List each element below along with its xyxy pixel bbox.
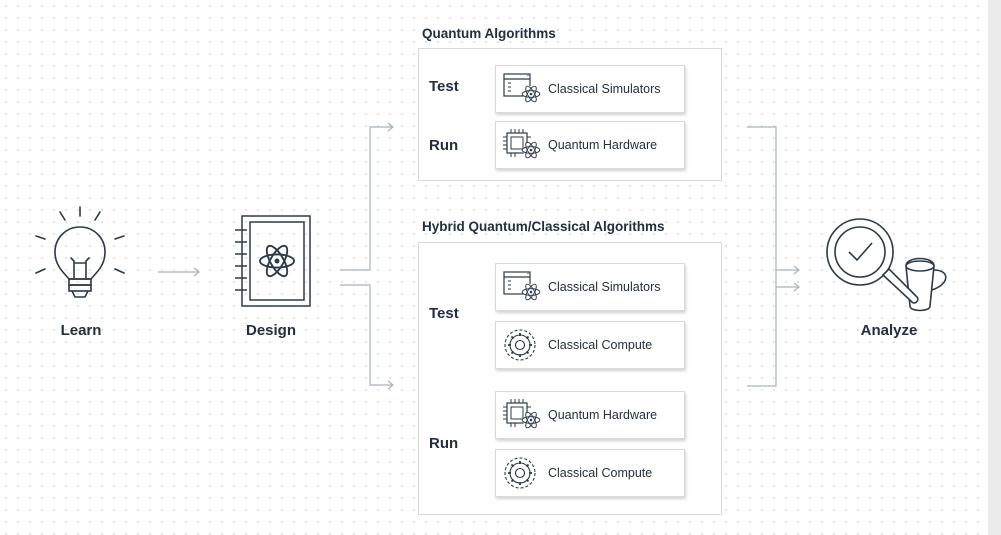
card-label: Classical Compute bbox=[548, 338, 653, 352]
quantum-run-label: Run bbox=[429, 137, 459, 154]
learn-to-design-arrowhead bbox=[193, 267, 200, 277]
analyze-label: Analyze bbox=[860, 322, 918, 339]
design-to-hybrid-connector bbox=[340, 284, 392, 386]
quantum-algorithms-group: Test Run Classical Simulators Quantum Ha… bbox=[418, 48, 722, 181]
quantum-hardware-card[interactable]: Quantum Hardware bbox=[495, 121, 685, 169]
notebook-atom-icon bbox=[235, 215, 311, 307]
hybrid-classical-simulators-card[interactable]: Classical Simulators bbox=[495, 263, 685, 311]
hybrid-quantum-hardware-card[interactable]: Quantum Hardware bbox=[495, 391, 685, 439]
card-label: Quantum Hardware bbox=[548, 138, 658, 152]
compute-gear-icon bbox=[504, 457, 536, 489]
design-label: Design bbox=[245, 322, 296, 339]
design-to-quantum-connector bbox=[340, 126, 392, 271]
card-label: Quantum Hardware bbox=[548, 408, 658, 422]
hybrid-run-label: Run bbox=[429, 435, 459, 452]
simulator-atom-icon bbox=[502, 72, 542, 106]
simulator-atom-icon bbox=[502, 270, 542, 304]
algorithms-to-analyze-connector bbox=[747, 126, 777, 387]
compute-gear-icon bbox=[504, 329, 536, 361]
card-label: Classical Simulators bbox=[548, 82, 661, 96]
quantum-algorithms-title: Quantum Algorithms bbox=[422, 26, 556, 41]
hybrid-algorithms-title: Hybrid Quantum/Classical Algorithms bbox=[422, 219, 665, 234]
learn-label: Learn bbox=[60, 322, 102, 339]
hybrid-test-classical-compute-card[interactable]: Classical Compute bbox=[495, 321, 685, 369]
hybrid-test-label: Test bbox=[429, 305, 459, 322]
card-label: Classical Simulators bbox=[548, 280, 661, 294]
chip-atom-icon bbox=[502, 128, 542, 162]
lightbulb-icon bbox=[35, 206, 125, 298]
quantum-test-label: Test bbox=[429, 78, 459, 95]
magnifier-bucket-icon bbox=[826, 218, 947, 312]
quantum-classical-simulators-card[interactable]: Classical Simulators bbox=[495, 65, 685, 113]
vertical-scrollbar[interactable] bbox=[988, 0, 1001, 535]
hybrid-algorithms-group: Test Run Classical Simulators Classical … bbox=[418, 242, 722, 515]
chip-atom-icon bbox=[502, 398, 542, 432]
card-label: Classical Compute bbox=[548, 466, 653, 480]
hybrid-run-classical-compute-card[interactable]: Classical Compute bbox=[495, 449, 685, 497]
